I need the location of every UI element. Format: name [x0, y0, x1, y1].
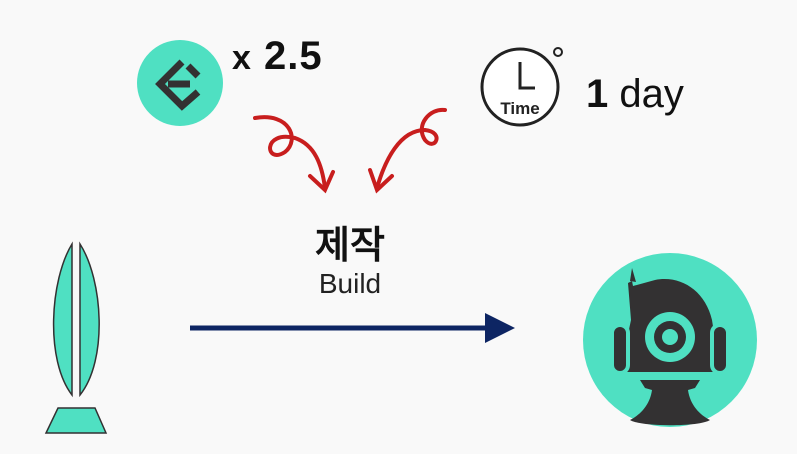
clock-icon: Time	[480, 47, 563, 127]
curly-arrow-right-icon	[368, 107, 447, 194]
process-title-korean: 제작	[315, 223, 385, 267]
multiplier-value: 2.5	[264, 34, 323, 78]
robot-icon	[583, 253, 757, 427]
multiplier-prefix: x	[232, 39, 252, 77]
coin-icon	[137, 40, 223, 126]
curly-arrow-left-icon	[253, 115, 335, 194]
clock-label: Time	[500, 99, 539, 118]
duration-unit: day	[619, 72, 684, 116]
cost-multiplier: x 2.5	[232, 34, 323, 79]
duration-amount: 1	[586, 72, 609, 116]
pod-icon	[44, 241, 108, 434]
process-title-english: Build	[318, 268, 382, 299]
time-duration: 1 day	[586, 72, 684, 117]
